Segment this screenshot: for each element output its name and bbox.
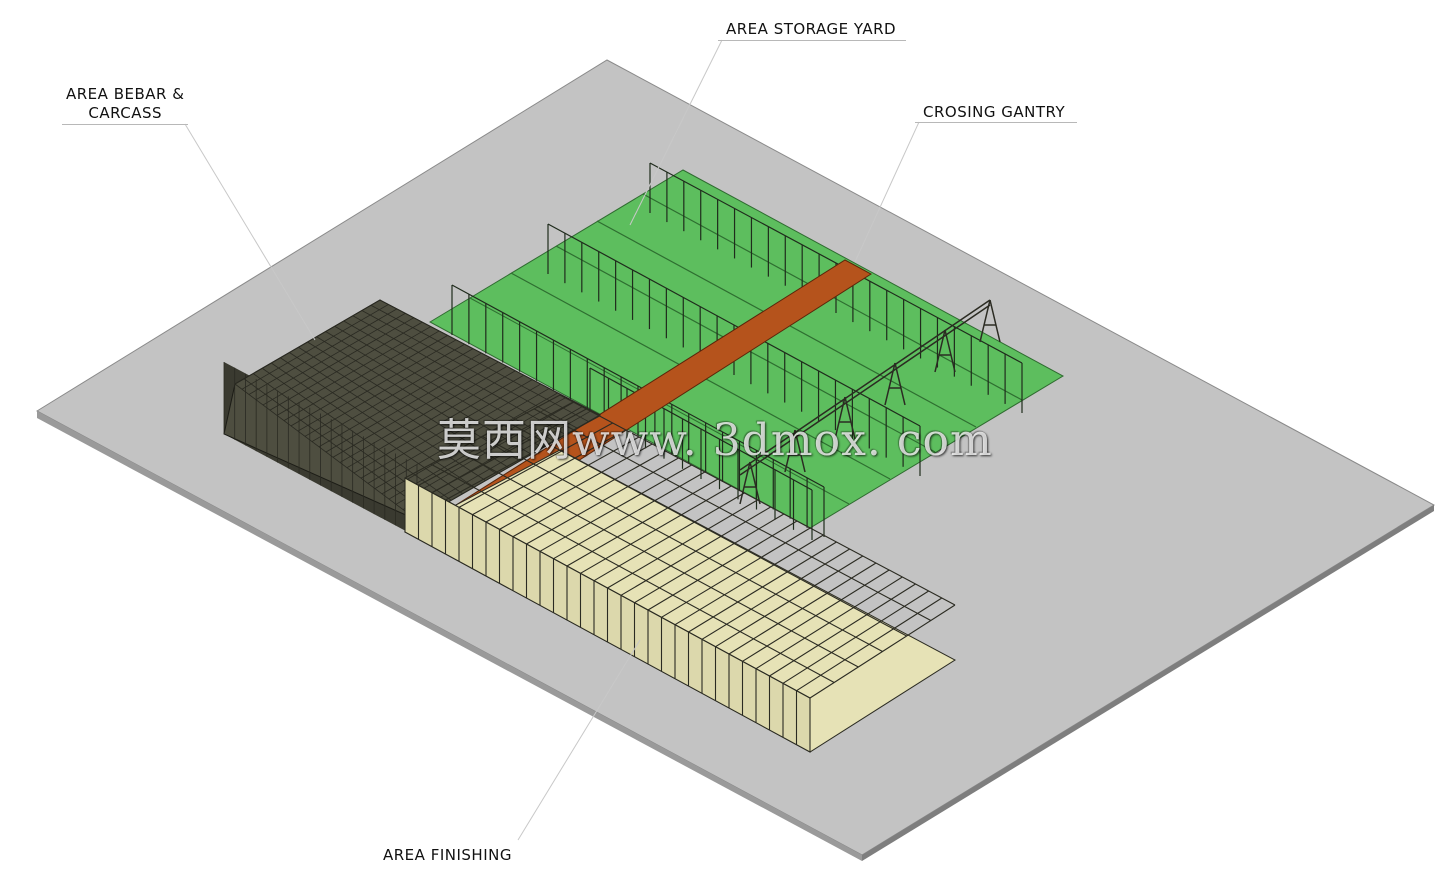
- bebar-carcass-building: [223, 299, 602, 537]
- roof-rib: [346, 370, 516, 469]
- gantry-rail: [739, 304, 991, 476]
- label-line-2: CARCASS: [88, 104, 163, 122]
- roof-rib: [325, 357, 491, 453]
- roof-rib: [262, 317, 415, 406]
- roof-rib: [276, 326, 431, 416]
- label-line-1: AREA BEBAR &: [66, 85, 185, 103]
- gantry-leg: [794, 429, 806, 473]
- roof-rib: [360, 379, 533, 479]
- roof-rib: [241, 304, 389, 390]
- roof-rib: [395, 401, 575, 505]
- roof-rib: [283, 330, 440, 421]
- frame-purlin: [533, 408, 932, 621]
- gantry-leg: [989, 299, 1001, 343]
- gantry-leg: [894, 362, 906, 406]
- label-underline: [62, 124, 188, 125]
- label-area-storage-yard: AREA STORAGE YARD: [726, 20, 897, 38]
- frame-purlin: [456, 449, 859, 668]
- frame-purlin: [430, 463, 835, 683]
- frame-purlin: [482, 436, 883, 652]
- frame-purlin: [559, 394, 956, 606]
- gantry-leg: [784, 429, 796, 473]
- leader-lines: [184, 39, 920, 841]
- roof-rib: [255, 312, 406, 401]
- watermark: 莫西网www. 3dmox. com: [437, 415, 993, 466]
- roof-rib: [311, 348, 474, 442]
- label-crossing-gantry: CROSING GANTRY: [923, 103, 1066, 121]
- label-area-finishing: AREA FINISHING: [383, 846, 512, 864]
- finishing-area-frame: [403, 394, 956, 753]
- roof-rib: [388, 396, 567, 500]
- roof-rib: [374, 388, 550, 489]
- roof-rib: [339, 365, 508, 463]
- roof-rib: [269, 321, 423, 411]
- roof-rib: [367, 383, 541, 484]
- roof-rib: [234, 299, 381, 385]
- frame-purlin: [404, 477, 811, 699]
- gantry-leg: [884, 362, 896, 406]
- gantry-leg: [739, 461, 751, 505]
- roof-rib: [332, 361, 499, 458]
- gantry-leg: [979, 299, 991, 343]
- frame-purlin: [508, 422, 907, 637]
- label-underline: [915, 122, 1077, 123]
- label-underline: [718, 40, 906, 41]
- roof-rib: [353, 374, 525, 474]
- roof-rib: [248, 308, 398, 395]
- crossing-gantry: [739, 299, 1001, 505]
- gantry-leg: [844, 396, 856, 440]
- roof-rib: [290, 335, 448, 427]
- gantry-leg: [934, 329, 946, 373]
- roof-rib: [297, 339, 457, 432]
- gantry-leg: [834, 396, 846, 440]
- gantry-rail: [739, 299, 991, 471]
- gantry-leg: [749, 461, 761, 505]
- roof-rib: [318, 352, 482, 448]
- label-area-bebar-carcass: AREA BEBAR & CARCASS: [66, 85, 184, 123]
- gantry-leg: [944, 329, 956, 373]
